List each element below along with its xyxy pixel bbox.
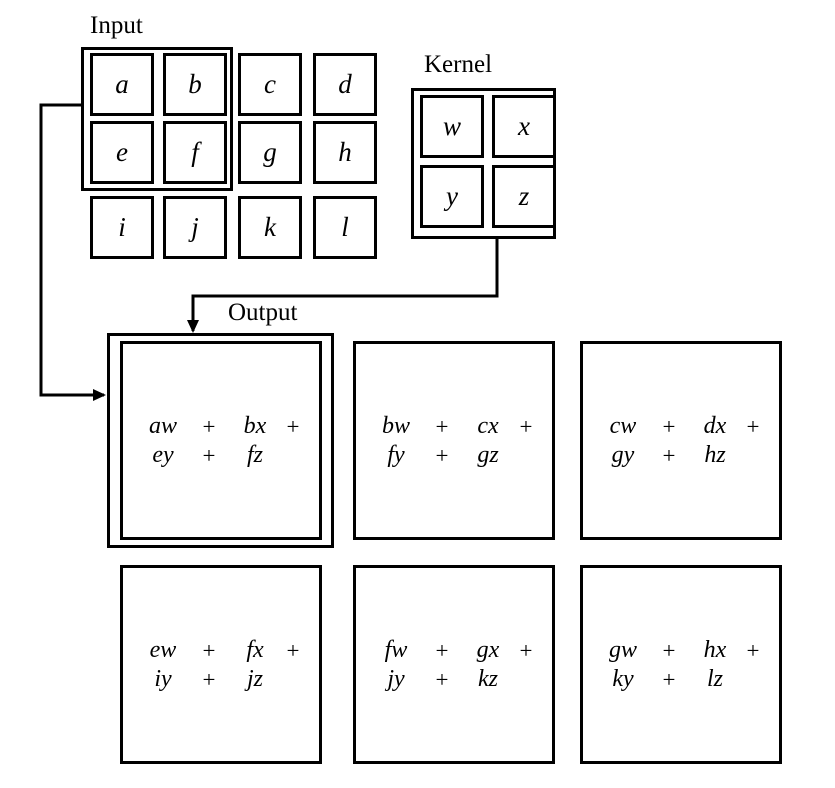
output-term: fy <box>387 442 405 468</box>
output-operator: + <box>662 637 676 663</box>
kernel-cell-x[interactable]: x <box>492 95 556 158</box>
output-term: gx <box>476 637 500 663</box>
output-cell-1-2[interactable]: gw + hx + ky + lz <box>580 565 782 764</box>
input-cell-e[interactable]: e <box>90 121 154 184</box>
input-cell-label: d <box>338 69 352 99</box>
output-cell-0-1[interactable]: bw + cx + fy + gz <box>353 341 555 540</box>
output-term: lz <box>706 666 723 692</box>
input-cell-c[interactable]: c <box>238 53 302 116</box>
output-term: ky <box>612 666 634 692</box>
input-cell-i[interactable]: i <box>90 196 154 259</box>
output-term: hx <box>703 637 727 663</box>
input-cell-h[interactable]: h <box>313 121 377 184</box>
input-cell-f[interactable]: f <box>163 121 227 184</box>
output-operator: + <box>746 413 760 439</box>
input-cell-label: c <box>264 69 276 99</box>
input-cell-label: e <box>116 137 128 167</box>
output-cell-0-2[interactable]: cw + dx + gy + hz <box>580 341 782 540</box>
output-term: hz <box>704 442 726 468</box>
output-expression: ew + fx + iy + jz <box>123 636 319 694</box>
output-operator: + <box>435 442 449 468</box>
output-operator: + <box>662 666 676 692</box>
output-operator: + <box>286 637 300 663</box>
input-cell-label: a <box>115 69 129 99</box>
output-term: fz <box>246 442 263 468</box>
input-cell-label: f <box>191 137 199 167</box>
output-operator: + <box>286 413 300 439</box>
output-operator: + <box>435 637 449 663</box>
output-cell-1-0[interactable]: ew + fx + iy + jz <box>120 565 322 764</box>
input-cell-label: g <box>263 137 277 167</box>
output-cell-0-0[interactable]: aw + bx + ey + fz <box>120 341 322 540</box>
output-term: ey <box>152 442 174 468</box>
kernel-cell-label: z <box>518 181 530 211</box>
output-term: jz <box>246 666 263 692</box>
input-cell-label: h <box>338 137 352 167</box>
output-term: jy <box>387 666 405 692</box>
output-operator: + <box>202 666 216 692</box>
input-cell-label: k <box>264 212 276 242</box>
input-cell-b[interactable]: b <box>163 53 227 116</box>
input-cell-k[interactable]: k <box>238 196 302 259</box>
output-term: gy <box>611 442 635 468</box>
output-term: fw <box>384 637 408 663</box>
kernel-cell-w[interactable]: w <box>420 95 484 158</box>
output-term: bx <box>243 413 267 439</box>
output-term: fx <box>246 637 264 663</box>
output-term: gz <box>477 442 499 468</box>
output-term: gw <box>608 637 637 663</box>
input-cell-label: j <box>191 212 199 242</box>
output-term: dx <box>703 413 727 439</box>
kernel-cell-label: x <box>518 111 530 141</box>
output-term: aw <box>148 413 177 439</box>
kernel-label: Kernel <box>424 51 493 78</box>
output-expression: cw + dx + gy + hz <box>583 412 779 470</box>
output-operator: + <box>435 666 449 692</box>
input-cell-j[interactable]: j <box>163 196 227 259</box>
output-operator: + <box>202 637 216 663</box>
input-label: Input <box>90 12 143 39</box>
output-term: kz <box>478 666 498 692</box>
kernel-cell-label: y <box>446 181 458 211</box>
output-operator: + <box>662 413 676 439</box>
input-cell-label: b <box>188 69 202 99</box>
input-cell-a[interactable]: a <box>90 53 154 116</box>
output-operator: + <box>202 413 216 439</box>
kernel-cell-z[interactable]: z <box>492 165 556 228</box>
input-cell-l[interactable]: l <box>313 196 377 259</box>
output-operator: + <box>746 637 760 663</box>
output-operator: + <box>435 413 449 439</box>
kernel-cell-label: w <box>442 111 461 141</box>
output-term: iy <box>154 666 172 692</box>
output-expression: bw + cx + fy + gz <box>356 412 552 470</box>
output-expression: aw + bx + ey + fz <box>123 412 319 470</box>
output-operator: + <box>519 413 533 439</box>
output-cell-1-1[interactable]: fw + gx + jy + kz <box>353 565 555 764</box>
output-expression: fw + gx + jy + kz <box>356 636 552 694</box>
input-cell-d[interactable]: d <box>313 53 377 116</box>
input-cell-label: l <box>341 212 349 242</box>
output-term: bw <box>381 413 410 439</box>
output-term: cw <box>609 413 637 439</box>
output-expression: gw + hx + ky + lz <box>583 636 779 694</box>
output-operator: + <box>519 637 533 663</box>
output-label: Output <box>228 299 298 326</box>
output-operator: + <box>202 442 216 468</box>
output-operator: + <box>662 442 676 468</box>
input-cell-label: i <box>118 212 126 242</box>
output-term: cx <box>477 413 499 439</box>
kernel-cell-y[interactable]: y <box>420 165 484 228</box>
input-cell-g[interactable]: g <box>238 121 302 184</box>
output-term: ew <box>149 637 177 663</box>
